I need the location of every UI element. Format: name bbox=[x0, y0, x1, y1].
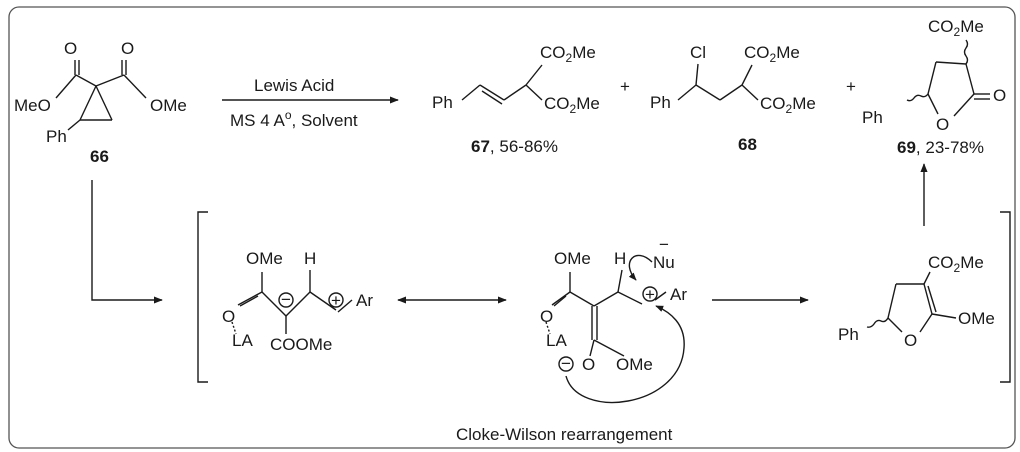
p67-label: 67, 56-86% bbox=[471, 137, 558, 156]
int1-coome: COOMe bbox=[270, 335, 332, 354]
intermediate-2: OMe H Nu − O LA Ar O OMe + − bbox=[540, 235, 687, 404]
int2-nu-attack-arrow bbox=[628, 254, 653, 281]
int1-ar: Ar bbox=[356, 291, 373, 310]
reagent-lewis-acid: Lewis Acid bbox=[254, 76, 334, 95]
p67-co2me-bottom: CO2Me bbox=[544, 94, 600, 116]
int3-ome: OMe bbox=[958, 309, 995, 328]
intermediate-3: CO2Me OMe Ph O bbox=[838, 253, 995, 350]
p68-co2me-bottom: CO2Me bbox=[760, 94, 816, 116]
plus-sign-2: + bbox=[846, 77, 856, 96]
sm-ome-label: OMe bbox=[150, 96, 187, 115]
int2-ome-top: OMe bbox=[554, 249, 591, 268]
sm-compound-number: 66 bbox=[90, 147, 109, 166]
int2-nu-charge: − bbox=[659, 235, 669, 254]
compound-66: O O MeO OMe Ph 66 bbox=[14, 39, 187, 166]
int1-minus: − bbox=[281, 290, 291, 309]
int2-ome-bottom: OMe bbox=[616, 355, 653, 374]
pathway-arrow bbox=[91, 180, 163, 304]
plus-sign-1: + bbox=[620, 77, 630, 96]
int3-co2me: CO2Me bbox=[928, 253, 984, 275]
scheme-caption: Cloke-Wilson rearrangement bbox=[456, 425, 673, 444]
intermediate-1: OMe H O LA COOMe Ar − + bbox=[222, 249, 373, 354]
int2-la: LA bbox=[546, 331, 567, 350]
sm-ester-o-left: O bbox=[64, 39, 77, 58]
int1-o: O bbox=[222, 307, 235, 326]
int1-plus: + bbox=[331, 291, 341, 310]
p68-compound-number: 68 bbox=[738, 135, 757, 154]
scheme-frame bbox=[8, 6, 1016, 449]
int2-ar: Ar bbox=[670, 285, 687, 304]
compound-68: Cl Ph CO2Me CO2Me 68 bbox=[650, 43, 816, 154]
int2-plus: + bbox=[645, 285, 655, 304]
int3-ring-o: O bbox=[904, 331, 917, 350]
p67-ph-label: Ph bbox=[432, 93, 453, 112]
sm-meo-label: MeO bbox=[14, 96, 51, 115]
p68-co2me-top: CO2Me bbox=[744, 43, 800, 65]
p69-ring-o: O bbox=[936, 115, 949, 134]
int1-h: H bbox=[304, 249, 316, 268]
p69-co2me-label: CO2Me bbox=[928, 17, 984, 39]
compound-69: CO2Me O O Ph 69, 23-78% bbox=[862, 17, 1006, 157]
p68-cl-label: Cl bbox=[690, 43, 706, 62]
int2-ring-closure-arrow bbox=[565, 305, 685, 404]
sm-ester-o-right: O bbox=[121, 39, 134, 58]
int2-o-bottom: O bbox=[582, 355, 595, 374]
bracket-left bbox=[197, 211, 208, 383]
p69-carbonyl-o: O bbox=[993, 86, 1006, 105]
p68-ph-label: Ph bbox=[650, 93, 671, 112]
int3-ph: Ph bbox=[838, 325, 859, 344]
int2-minus: − bbox=[561, 354, 571, 373]
int1-ome: OMe bbox=[246, 249, 283, 268]
p69-ph-label: Ph bbox=[862, 108, 883, 127]
int1-la: LA bbox=[232, 331, 253, 350]
int2-o: O bbox=[540, 307, 553, 326]
sm-ph-label: Ph bbox=[46, 127, 67, 146]
bracket-right bbox=[1000, 211, 1011, 383]
int2-h: H bbox=[614, 249, 626, 268]
p67-co2me-top: CO2Me bbox=[540, 43, 596, 65]
compound-67: Ph CO2Me CO2Me 67, 56-86% bbox=[432, 43, 600, 156]
int2-nu: Nu bbox=[653, 253, 675, 272]
reagent-conditions: MS 4 Ao, Solvent bbox=[230, 108, 358, 130]
p69-label: 69, 23-78% bbox=[897, 138, 984, 157]
